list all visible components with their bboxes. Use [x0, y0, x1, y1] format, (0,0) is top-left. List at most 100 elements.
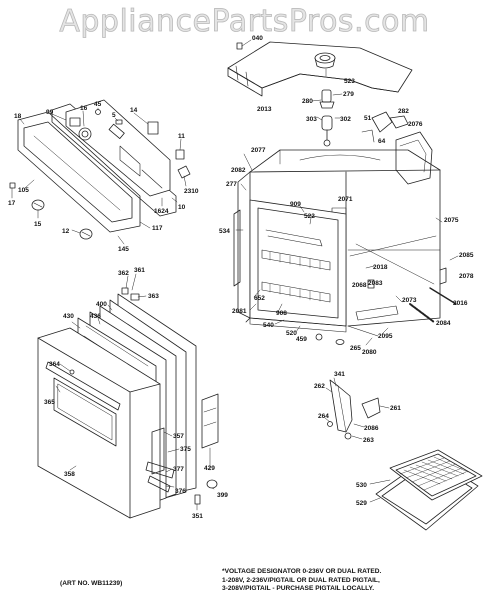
- clip-5: [115, 119, 123, 125]
- control-panel: [17, 99, 177, 233]
- label-303: 303: [306, 116, 317, 123]
- label-376: 376: [175, 488, 186, 495]
- label-14: 14: [130, 107, 138, 114]
- label-262: 262: [314, 383, 325, 390]
- label-351: 351: [192, 513, 203, 520]
- label-365: 365: [44, 399, 55, 406]
- label-302: 302: [340, 116, 351, 123]
- label-264: 264: [318, 413, 329, 420]
- label-11: 11: [178, 133, 185, 140]
- label-2078: 2078: [459, 273, 474, 280]
- label-540: 540: [263, 322, 274, 329]
- voltage-footnote: *VOLTAGE DESIGNATOR 0-236V OR DUAL RATED…: [222, 568, 484, 594]
- label-529: 529: [356, 500, 367, 507]
- label-2076: 2076: [408, 121, 423, 128]
- label-2082: 2082: [231, 167, 246, 174]
- label-17: 17: [8, 200, 16, 207]
- label-279: 279: [343, 91, 354, 98]
- label-2075: 2075: [444, 217, 459, 224]
- label-2068: 2068: [352, 282, 367, 289]
- label-363: 363: [148, 293, 159, 300]
- label-400: 400: [96, 301, 107, 308]
- label-430: 430: [63, 313, 74, 320]
- label-361: 361: [134, 267, 145, 274]
- label-2083: 2083: [368, 280, 383, 287]
- label-12: 12: [62, 228, 70, 235]
- oven-cavity: [233, 149, 441, 337]
- label-534: 534: [219, 228, 230, 235]
- label-2080: 2080: [362, 349, 377, 356]
- label-2071: 2071: [338, 196, 353, 203]
- screw-17: [9, 182, 16, 189]
- label-51: 51: [364, 115, 372, 122]
- label-45: 45: [94, 101, 102, 108]
- clip-2068: [367, 279, 375, 289]
- clip-351: [194, 494, 201, 505]
- washer-265: [335, 339, 345, 345]
- bumper-399: [206, 479, 218, 489]
- part-labels: 040 523 279 280 2013 303 302 51 282 64 2…: [8, 35, 474, 520]
- label-2085: 2085: [459, 252, 474, 259]
- door-latch: [327, 379, 381, 440]
- label-145: 145: [118, 246, 129, 253]
- switch-11: [175, 149, 185, 160]
- label-64: 64: [378, 138, 386, 145]
- label-10: 10: [178, 204, 186, 211]
- label-909: 909: [290, 201, 301, 208]
- label-2081: 2081: [232, 308, 247, 315]
- label-2095: 2095: [378, 333, 393, 340]
- label-459: 459: [296, 336, 307, 343]
- label-5: 5: [112, 112, 116, 119]
- label-358: 358: [64, 471, 75, 478]
- label-377: 377: [173, 466, 184, 473]
- label-436: 436: [90, 313, 101, 320]
- label-18: 18: [14, 113, 22, 120]
- label-341: 341: [334, 371, 345, 378]
- label-16: 16: [80, 105, 88, 112]
- label-1624: 1624: [154, 208, 169, 215]
- clip-2310: [177, 165, 191, 179]
- label-15: 15: [34, 221, 42, 228]
- label-530: 530: [356, 482, 367, 489]
- label-280: 280: [302, 98, 313, 105]
- label-2016: 2016: [453, 300, 468, 307]
- label-040: 040: [252, 35, 263, 42]
- label-277: 277: [226, 181, 237, 188]
- label-357: 357: [173, 433, 184, 440]
- footnote-line-1: *VOLTAGE DESIGNATOR 0-236V OR DUAL RATED…: [222, 568, 382, 575]
- label-105: 105: [18, 187, 29, 194]
- label-2013: 2013: [257, 106, 272, 113]
- label-522: 522: [304, 213, 315, 220]
- label-2077: 2077: [251, 147, 266, 154]
- art-number: (ART NO. WB11239): [60, 580, 123, 587]
- label-261: 261: [390, 405, 401, 412]
- top-cover: [227, 41, 413, 97]
- bracket-282: [389, 115, 409, 129]
- screw-361: [121, 287, 129, 295]
- label-362: 362: [118, 270, 129, 277]
- nut-459: [315, 333, 323, 341]
- label-2018: 2018: [373, 264, 388, 271]
- label-364: 364: [49, 361, 60, 368]
- label-2086: 2086: [364, 425, 379, 432]
- label-2073: 2073: [402, 297, 417, 304]
- label-908: 908: [276, 310, 287, 317]
- knob-12: [79, 228, 93, 240]
- label-263: 263: [363, 437, 374, 444]
- label-117: 117: [152, 225, 163, 232]
- label-99: 99: [46, 109, 54, 116]
- bracket-2078: [439, 267, 447, 285]
- rear-panel-2076: [395, 131, 433, 185]
- relay-14: [147, 121, 159, 135]
- hinge-429: [201, 393, 219, 449]
- light-assembly: [319, 89, 335, 147]
- label-375: 375: [180, 446, 191, 453]
- vent-bushing: [314, 52, 336, 69]
- watermark: AppliancePartsPros.com: [59, 4, 430, 40]
- spring-2084: [409, 303, 435, 323]
- screw-040: [236, 42, 243, 50]
- footnote-line-3: 3-208V/PIGTAIL - PURCHASE PIGTAIL LOCALL…: [222, 585, 375, 592]
- label-399: 399: [217, 492, 228, 499]
- oven-door: [37, 293, 197, 519]
